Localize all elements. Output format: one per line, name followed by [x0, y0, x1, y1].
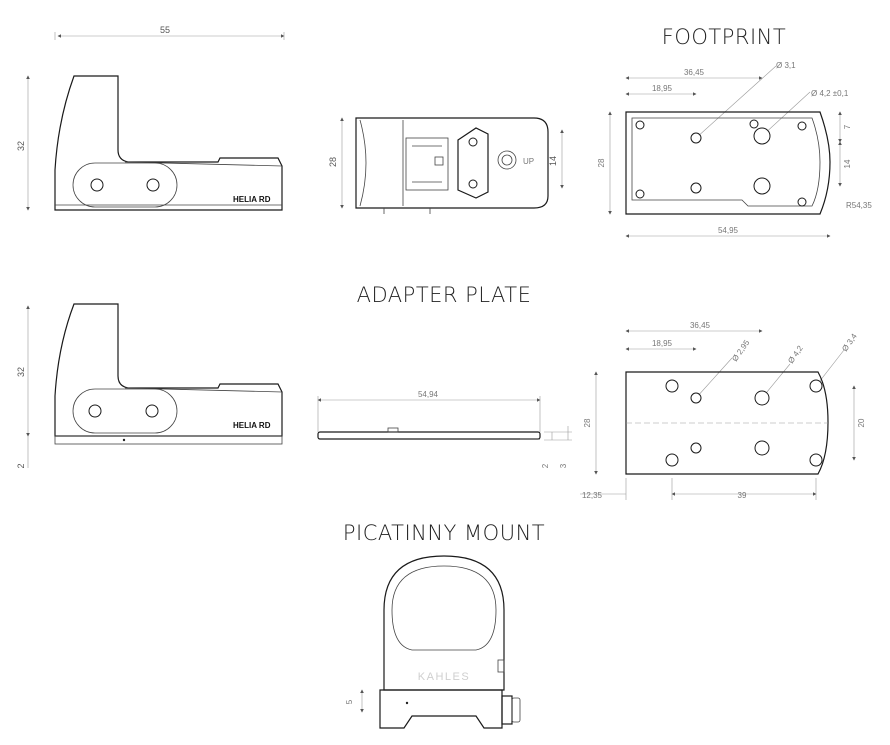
height-dimension: 32	[16, 141, 26, 151]
side-screw-rear	[146, 178, 160, 192]
plate-height: 28	[583, 418, 592, 427]
mount-ring-outline	[383, 555, 505, 691]
plate-screw-hole-bottom	[754, 440, 770, 456]
sight-body-outline	[54, 75, 283, 211]
lens-curve	[359, 119, 367, 207]
footprint-heading: FOOTPRINT	[662, 25, 786, 49]
footprint-height: 28	[597, 158, 606, 167]
mount-brand: KAHLES	[418, 671, 470, 683]
side-screw-front	[90, 178, 104, 192]
plate-offset-a: 36,45	[690, 321, 711, 330]
top-clamp	[457, 127, 489, 199]
model-label: HELIA RD	[233, 195, 271, 204]
footprint-hole-large: Ø 4,2 ±0,1	[811, 89, 849, 98]
picatinny-mount-view: KAHLES 5	[345, 555, 521, 729]
plate-length: 54,94	[418, 390, 439, 399]
plate-pin-hole-bottom	[690, 442, 702, 454]
top-body-outline	[355, 117, 549, 209]
plate-pin-hole-top	[690, 392, 702, 404]
adapter-side-height: 32	[16, 367, 26, 377]
window-dimension: 14	[548, 156, 558, 166]
plate-span: 39	[738, 491, 747, 500]
footprint-inner-outline	[631, 117, 821, 207]
adapter-plate-heading: ADAPTER PLATE	[357, 283, 532, 307]
adapter-side-plate: 2	[16, 463, 26, 468]
plate-thickness-b: 3	[559, 463, 568, 468]
adapter-side-view: 32 2 HELIA RD	[16, 303, 283, 469]
plate-top-view: 36,45 18,95 Ø 2,95 Ø 4,2 Ø 3,4 28 20 12,…	[580, 321, 866, 500]
footprint-screw-hole-top	[753, 127, 771, 145]
footprint-pin-hole-bottom	[690, 182, 702, 194]
footprint-view: 36,45 18,95 Ø 3,1 Ø 4,2 ±0,1 28 7 14 R54…	[597, 61, 872, 238]
adapter-model-label: HELIA RD	[233, 421, 271, 430]
footprint-offset-b: 18,95	[652, 84, 673, 93]
adapter-sight-body-outline	[54, 303, 283, 437]
footprint-spacing-mid: 14	[843, 159, 852, 168]
width-dimension: 55	[160, 25, 170, 35]
plate-profile-view: 54,94 2 3	[317, 390, 572, 468]
footprint-outline	[625, 111, 831, 215]
side-view: 55 32 HELIA RD	[16, 25, 285, 211]
plate-thickness-a: 2	[541, 463, 550, 468]
plate-offset-b: 18,95	[652, 339, 673, 348]
plate-hole-a: Ø 2,95	[730, 338, 751, 363]
plate-screw-hole-top	[754, 390, 770, 406]
plate-hole-b: Ø 4,2	[786, 344, 805, 366]
plate-spacing: 20	[857, 418, 866, 427]
plate-top-outline	[625, 371, 829, 475]
up-mark: UP	[523, 157, 534, 166]
plate-hole-c: Ø 3,4	[840, 332, 859, 354]
plate-profile-outline	[317, 431, 541, 440]
footprint-length: 54,95	[718, 226, 739, 235]
adapter-plate-side	[54, 435, 283, 445]
footprint-offset-a: 36,45	[684, 68, 705, 77]
top-view: 28 14 UP	[328, 117, 564, 214]
mount-window	[391, 565, 497, 651]
side-plate	[72, 162, 178, 208]
brightness-dial-icon	[497, 150, 517, 170]
footprint-radius: R54,35	[846, 201, 872, 210]
battery-cover	[405, 137, 449, 191]
mount-height: 5	[345, 699, 354, 704]
top-height-dimension: 28	[328, 157, 338, 167]
footprint-hole-small: Ø 3,1	[776, 61, 796, 70]
mount-knob	[511, 697, 521, 723]
footprint-pin-hole-top	[690, 132, 702, 144]
footprint-spacing-top: 7	[843, 124, 852, 129]
mount-base	[379, 689, 503, 729]
footprint-screw-hole-bottom	[753, 177, 771, 195]
plate-edge: 12,35	[582, 491, 603, 500]
picatinny-mount-heading: PICATINNY MOUNT	[343, 521, 545, 545]
